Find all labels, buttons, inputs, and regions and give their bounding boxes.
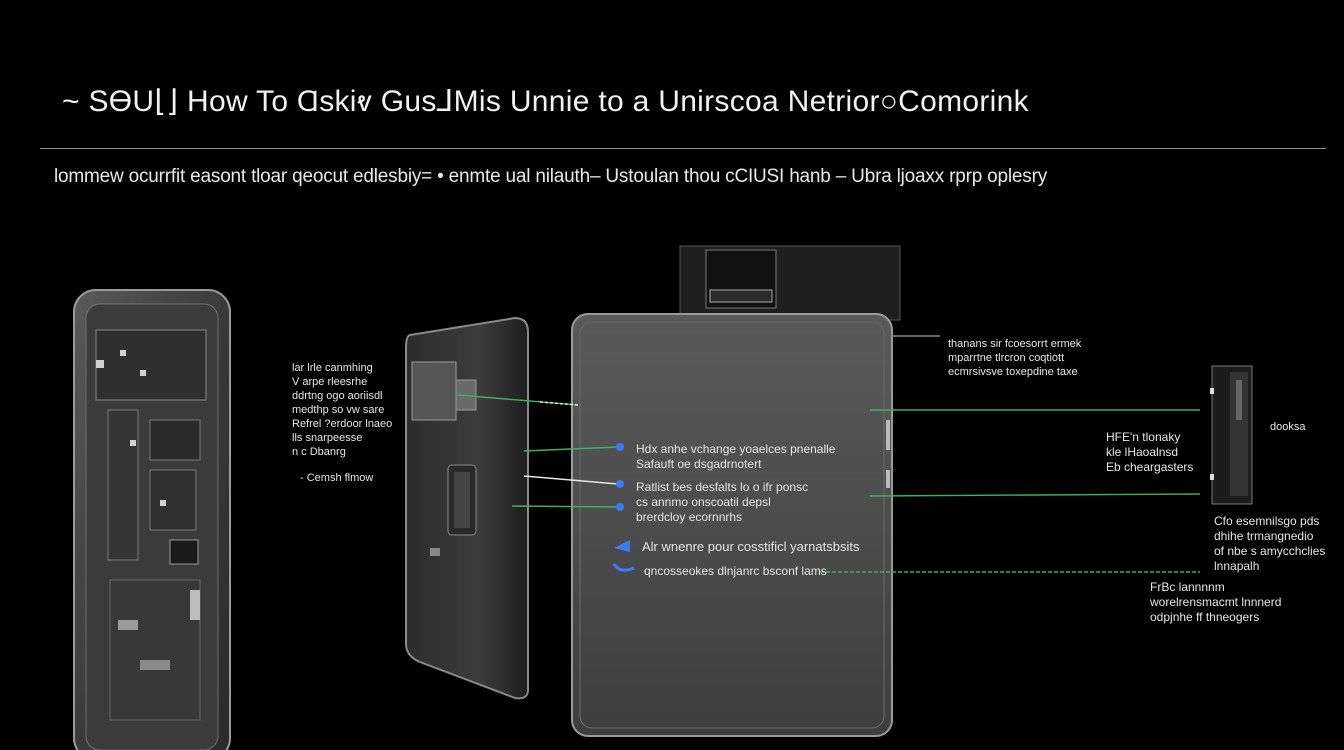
right-edge-strip bbox=[1210, 365, 1253, 505]
middle-device bbox=[405, 316, 529, 700]
title-divider bbox=[40, 148, 1326, 149]
label-mid-1: Hdx anhe vchange yoaelces pnenalle Safau… bbox=[636, 442, 836, 471]
left-phone-xray bbox=[73, 289, 231, 750]
label-right-4: FrBc lannnnm worelrensmacmt lnnnerd odpj… bbox=[1150, 580, 1282, 624]
label-mid-4: qncosseokes dlnjanrc bsconf lams bbox=[644, 564, 827, 578]
label-right-3: Cfo esemnilsgo pds dhihe trmangnedio of … bbox=[1214, 514, 1326, 573]
label-left-small: - Cemsh flmow bbox=[300, 472, 374, 484]
page-title: ~ SƟU⌊⌋ How To Ɑskiⱴ Gus⅃Mis Unnie to a … bbox=[62, 85, 1029, 118]
top-connector-block bbox=[679, 245, 901, 321]
label-mid-3: Alr wnenre pour cosstificl yarnatsbsits bbox=[642, 539, 860, 554]
label-top-right: thanans sir fcoesorrt ermek mparrtne tlr… bbox=[948, 338, 1082, 378]
label-right-2: dooksa bbox=[1270, 421, 1306, 433]
connector-lines bbox=[457, 335, 1201, 573]
label-right-1: HFE'n tlonaky kle lHaoalnsd Eb cheargast… bbox=[1106, 430, 1194, 474]
label-left-panel: lar lrle canmhing V arpe rleesrhe ddrtng… bbox=[292, 362, 393, 458]
blue-markers bbox=[612, 443, 635, 572]
page-subtitle: lommew ocurrfit easont tloar qeocut edle… bbox=[54, 166, 1048, 187]
main-device-body bbox=[571, 313, 893, 737]
label-mid-2: Ratlist bes desfalts lo o ifr ponsc cs a… bbox=[636, 480, 809, 524]
